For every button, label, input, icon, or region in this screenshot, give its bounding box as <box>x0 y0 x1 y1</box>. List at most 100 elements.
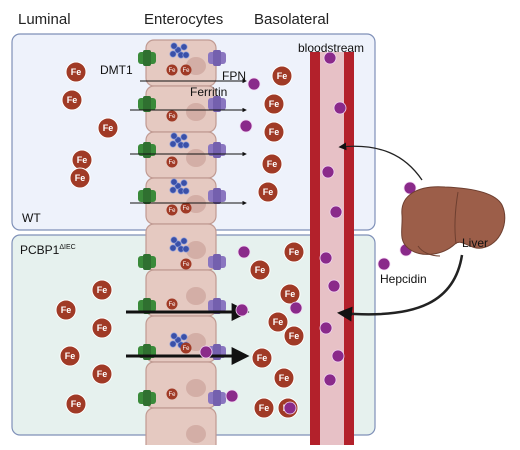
iron-icon: Fe <box>97 117 119 139</box>
iron-icon: Fe <box>283 325 305 347</box>
iron-label: Fe <box>269 99 280 109</box>
hepcidin-icon <box>333 101 347 115</box>
iron-small-label: Fe <box>168 68 176 74</box>
iron-label: Fe <box>255 265 266 275</box>
iron-small-label: Fe <box>182 206 190 212</box>
hepcidin-icon <box>237 245 251 259</box>
iron-label: Fe <box>273 317 284 327</box>
dmt1-label: DMT1 <box>100 63 133 77</box>
iron-label: Fe <box>97 285 108 295</box>
iron-small-label: Fe <box>168 208 176 214</box>
iron-small-label: Fe <box>182 346 190 352</box>
nucleus <box>186 103 206 121</box>
iron-icon: Fe <box>91 363 113 385</box>
iron-icon: Fe <box>257 181 279 203</box>
nucleus <box>186 287 206 305</box>
iron-icon: Fe <box>271 65 293 87</box>
dmt1-transporter-icon <box>138 142 156 158</box>
ferroportin-icon <box>208 254 226 270</box>
iron-label: Fe <box>289 331 300 341</box>
ferroportin-icon <box>208 390 226 406</box>
dmt1-transporter-icon <box>138 188 156 204</box>
ferroportin-icon <box>208 142 226 158</box>
iron-icon-small: Fe <box>166 156 178 168</box>
iron-label: Fe <box>65 351 76 361</box>
iron-label: Fe <box>269 127 280 137</box>
iron-icon-small: Fe <box>180 64 192 76</box>
transport-arrows <box>126 78 250 365</box>
wt-label: WT <box>22 211 41 225</box>
iron-label: Fe <box>263 187 274 197</box>
iron-label: Fe <box>75 173 86 183</box>
dmt1-transporter-icon <box>138 344 156 360</box>
ferroportin-icon <box>208 188 226 204</box>
iron-icon-small: Fe <box>180 342 192 354</box>
nucleus <box>186 425 206 443</box>
enterocyte-cell <box>145 407 217 450</box>
iron-icon-small: Fe <box>180 258 192 270</box>
iron-label: Fe <box>289 247 300 257</box>
iron-label: Fe <box>97 369 108 379</box>
iron-label: Fe <box>67 95 78 105</box>
pcbp1-label: PCBP1ΔIEC <box>20 243 76 257</box>
iron-icon: Fe <box>273 367 295 389</box>
iron-icon: Fe <box>251 347 273 369</box>
hepcidin-icon <box>331 349 345 363</box>
dmt1-transporter-icon <box>138 254 156 270</box>
iron-small-label: Fe <box>168 392 176 398</box>
iron-icon: Fe <box>283 241 305 263</box>
iron-icon: Fe <box>263 121 285 143</box>
bloodstream-label: bloodstream <box>298 41 364 55</box>
iron-icon-small: Fe <box>180 202 192 214</box>
iron-icon: Fe <box>261 153 283 175</box>
liver-icon <box>401 186 506 257</box>
iron-icon: Fe <box>65 393 87 415</box>
hepcidin-icon <box>239 119 253 133</box>
enterocyte-cell <box>145 361 217 409</box>
iron-small-label: Fe <box>168 302 176 308</box>
ferritin-icon <box>169 132 190 149</box>
hepcidin-label: Hepcidin <box>380 272 427 286</box>
iron-icon: Fe <box>253 397 275 419</box>
ferroportin-icon <box>208 50 226 66</box>
fpn-label: FPN <box>222 69 246 83</box>
iron-icon-small: Fe <box>166 298 178 310</box>
ferritin-icon <box>169 236 190 253</box>
iron-label: Fe <box>279 373 290 383</box>
iron-label: Fe <box>277 71 288 81</box>
ferroportin-icon <box>208 96 226 112</box>
iron-icon: Fe <box>71 149 93 171</box>
blood-vessel-icon <box>310 52 354 445</box>
hepcidin-icon <box>319 251 333 265</box>
hepcidin-icon <box>329 205 343 219</box>
hepcidin-icon <box>377 257 391 271</box>
nucleus <box>186 149 206 167</box>
iron-icon: Fe <box>91 279 113 301</box>
hepcidin-icon <box>199 345 213 359</box>
iron-icon-small: Fe <box>166 110 178 122</box>
dmt1-transporter-icon <box>138 390 156 406</box>
pcbp1-label-sup: ΔIEC <box>59 244 75 251</box>
header-luminal: Luminal <box>18 11 71 28</box>
liver-label: Liver <box>462 236 488 250</box>
hepcidin-icon <box>319 321 333 335</box>
ferritin-label: Ferritin <box>190 85 227 99</box>
iron-label: Fe <box>61 305 72 315</box>
nucleus <box>186 241 206 259</box>
dmt1-transporter-icon <box>138 50 156 66</box>
iron-small-label: Fe <box>182 262 190 268</box>
ferritin-icon <box>169 42 190 59</box>
iron-label: Fe <box>259 403 270 413</box>
iron-icon: Fe <box>249 259 271 281</box>
hepcidin-icon <box>283 401 297 415</box>
iron-icon: Fe <box>279 283 301 305</box>
iron-icon: Fe <box>55 299 77 321</box>
liver-to-vessel-arrow-bottom <box>337 254 464 322</box>
hepcidin-particles <box>199 51 419 415</box>
hepcidin-icon <box>247 77 261 91</box>
dmt1-transporter-icon <box>138 298 156 314</box>
iron-icon: Fe <box>65 61 87 83</box>
